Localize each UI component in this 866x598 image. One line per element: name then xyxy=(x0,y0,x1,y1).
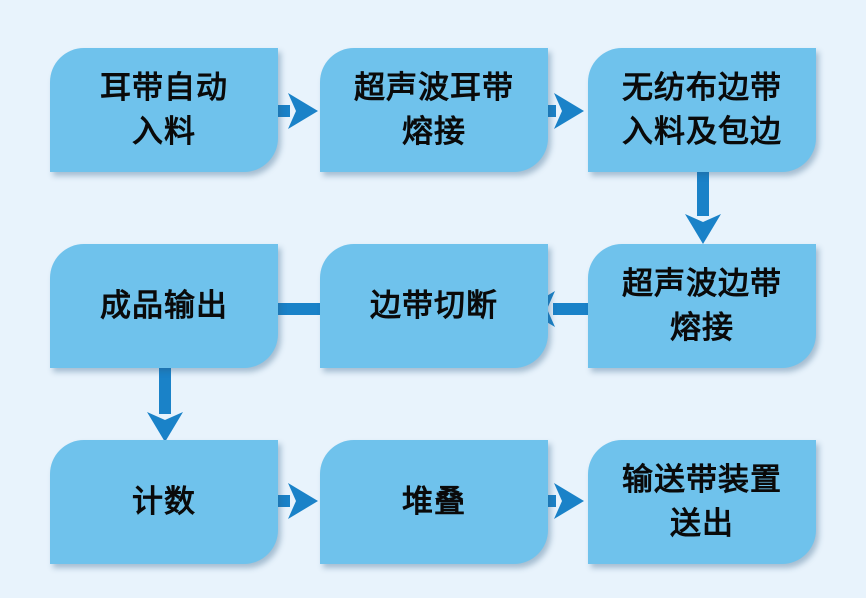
node-ultrasonic-ear-band-weld: 超声波耳带 熔接 xyxy=(320,48,548,172)
node-text-line: 耳带自动 xyxy=(100,70,228,106)
node-text-line: 入料 xyxy=(132,114,196,150)
arrow-n6-n7 xyxy=(147,366,183,442)
node-ear-band-feed: 耳带自动 入料 xyxy=(50,48,278,172)
arrow-head xyxy=(554,483,584,519)
arrow-head xyxy=(554,93,584,129)
node-nonwoven-edge-feed: 无纺布边带 入料及包边 xyxy=(588,48,816,172)
node-text-line: 超声波边带 xyxy=(622,266,782,302)
arrow-head xyxy=(685,214,721,244)
node-text-line: 堆叠 xyxy=(402,484,466,520)
node-text-line: 超声波耳带 xyxy=(354,70,514,106)
node-conveyor-output: 输送带装置 送出 xyxy=(588,440,816,564)
node-text-line: 输送带装置 xyxy=(622,462,782,498)
arrow-n3-n4 xyxy=(685,168,721,244)
node-ultrasonic-edge-weld: 超声波边带 熔接 xyxy=(588,244,816,368)
arrow-head xyxy=(288,93,318,129)
node-edge-band-cut: 边带切断 xyxy=(320,244,548,368)
node-text-line: 熔接 xyxy=(402,114,466,150)
node-stack: 堆叠 xyxy=(320,440,548,564)
node-count: 计数 xyxy=(50,440,278,564)
node-text-line: 成品输出 xyxy=(100,288,228,324)
node-text-line: 计数 xyxy=(132,484,196,520)
node-text-line: 送出 xyxy=(670,506,734,542)
node-text-line: 无纺布边带 xyxy=(622,70,782,106)
arrow-head xyxy=(147,412,183,442)
node-text-line: 熔接 xyxy=(670,310,734,346)
node-text-line: 入料及包边 xyxy=(622,114,782,150)
node-product-output: 成品输出 xyxy=(50,244,278,368)
arrow-head xyxy=(288,483,318,519)
node-text-line: 边带切断 xyxy=(370,288,498,324)
